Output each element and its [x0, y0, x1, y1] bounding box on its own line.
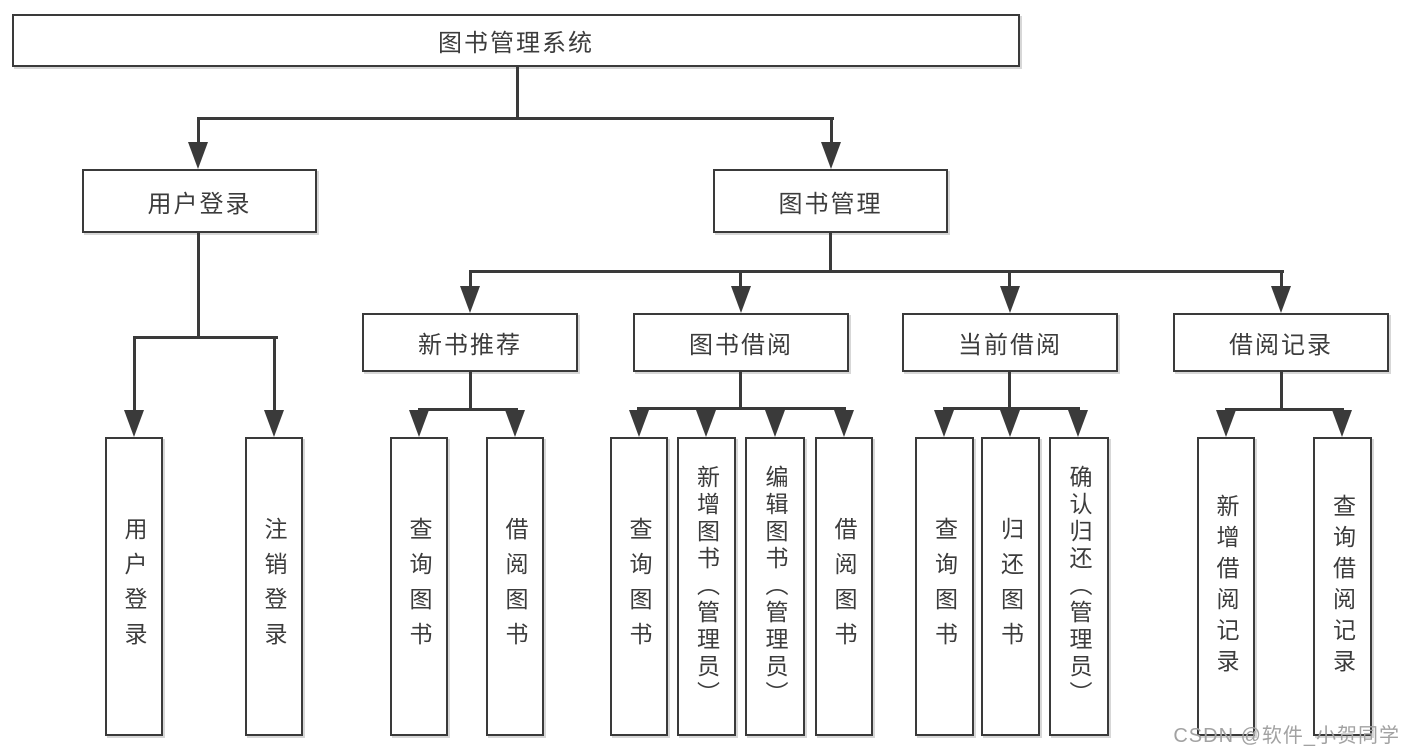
connector-line	[469, 270, 1284, 273]
connector-line	[1225, 408, 1344, 411]
node-borrowing-records-label: 借阅记录	[1229, 332, 1333, 359]
node-logout-leaf-label: 注销登录	[261, 516, 287, 657]
connector-line	[469, 372, 472, 408]
connector-line	[133, 336, 136, 412]
arrow-down-icon	[629, 410, 649, 437]
node-logout-leaf: 注销登录	[245, 437, 303, 736]
connector-line	[1280, 270, 1283, 288]
arrow-down-icon	[1068, 410, 1088, 437]
node-book-management-label: 图书管理	[778, 190, 883, 218]
node-library-system: 图书管理系统	[12, 14, 1020, 67]
connector-line	[197, 117, 200, 144]
connector-line	[943, 407, 1080, 410]
arrow-down-icon	[505, 410, 525, 437]
arrow-down-icon	[264, 410, 284, 437]
node-new-book-recommend: 新书推荐	[362, 313, 578, 372]
node-user-login-leaf: 用户登录	[105, 437, 163, 736]
node-borrowing-records: 借阅记录	[1173, 313, 1389, 372]
node-current-return-books: 归还图书	[981, 437, 1040, 736]
node-current-return-books-label: 归还图书	[997, 516, 1024, 657]
arrow-down-icon	[1000, 410, 1020, 437]
node-current-borrowing-label: 当前借阅	[958, 332, 1062, 359]
arrow-down-icon	[1000, 286, 1020, 313]
csdn-watermark: CSDN @软件_小贺同学	[1173, 725, 1400, 747]
connector-line	[133, 336, 278, 339]
node-borrow-query-books-label: 查询图书	[626, 516, 652, 657]
connector-line	[1280, 372, 1283, 408]
node-user-login-leaf-label: 用户登录	[121, 516, 147, 657]
node-book-management: 图书管理	[713, 169, 948, 233]
connector-line	[1008, 270, 1011, 288]
node-borrow-borrow-books: 借阅图书	[815, 437, 873, 736]
arrow-down-icon	[1271, 286, 1291, 313]
node-current-query-books-label: 查询图书	[931, 516, 958, 657]
arrow-down-icon	[409, 410, 429, 437]
arrow-down-icon	[731, 286, 751, 313]
node-recommend-query-books: 查询图书	[390, 437, 448, 736]
node-current-confirm-return-admin-label: 确认归还（管理员）	[1066, 465, 1092, 708]
node-book-borrowing: 图书借阅	[633, 313, 849, 372]
connector-line	[273, 336, 276, 412]
node-records-add-record: 新增借阅记录	[1197, 437, 1255, 736]
arrow-down-icon	[460, 286, 480, 313]
connector-line	[1008, 372, 1011, 407]
node-records-query-record: 查询借阅记录	[1313, 437, 1372, 736]
connector-line	[469, 270, 472, 288]
connector-line	[516, 67, 519, 117]
node-borrow-edit-books-admin-label: 编辑图书（管理员）	[762, 465, 788, 708]
arrow-down-icon	[696, 410, 716, 437]
node-library-system-label: 图书管理系统	[438, 30, 594, 57]
node-records-query-record-label: 查询借阅记录	[1329, 493, 1356, 680]
arrow-down-icon	[188, 142, 208, 169]
node-recommend-borrow-books-label: 借阅图书	[502, 516, 528, 657]
arrow-down-icon	[765, 410, 785, 437]
connector-line	[739, 372, 742, 407]
connector-line	[418, 408, 518, 411]
node-borrow-add-books-admin-label: 新增图书（管理员）	[693, 465, 720, 708]
arrow-down-icon	[934, 410, 954, 437]
node-user-login-branch-label: 用户登录	[147, 190, 252, 218]
node-new-book-recommend-label: 新书推荐	[418, 332, 522, 359]
node-recommend-borrow-books: 借阅图书	[486, 437, 544, 736]
node-book-borrowing-label: 图书借阅	[689, 332, 793, 359]
arrow-down-icon	[821, 142, 841, 169]
node-borrow-edit-books-admin: 编辑图书（管理员）	[745, 437, 805, 736]
node-user-login-branch: 用户登录	[82, 169, 317, 233]
node-borrow-add-books-admin: 新增图书（管理员）	[677, 437, 736, 736]
arrow-down-icon	[124, 410, 144, 437]
node-records-add-record-label: 新增借阅记录	[1213, 493, 1239, 680]
node-recommend-query-books-label: 查询图书	[406, 516, 432, 657]
node-borrow-borrow-books-label: 借阅图书	[831, 516, 857, 657]
arrow-down-icon	[1216, 410, 1236, 437]
arrow-down-icon	[834, 410, 854, 437]
connector-line	[739, 270, 742, 288]
node-borrow-query-books: 查询图书	[610, 437, 668, 736]
node-current-borrowing: 当前借阅	[902, 313, 1118, 372]
node-current-query-books: 查询图书	[915, 437, 974, 736]
connector-line	[197, 117, 834, 120]
connector-line	[637, 407, 846, 410]
connector-line	[197, 233, 200, 336]
node-current-confirm-return-admin: 确认归还（管理员）	[1049, 437, 1109, 736]
arrow-down-icon	[1332, 410, 1352, 437]
connector-line	[829, 233, 832, 270]
connector-line	[830, 117, 833, 144]
